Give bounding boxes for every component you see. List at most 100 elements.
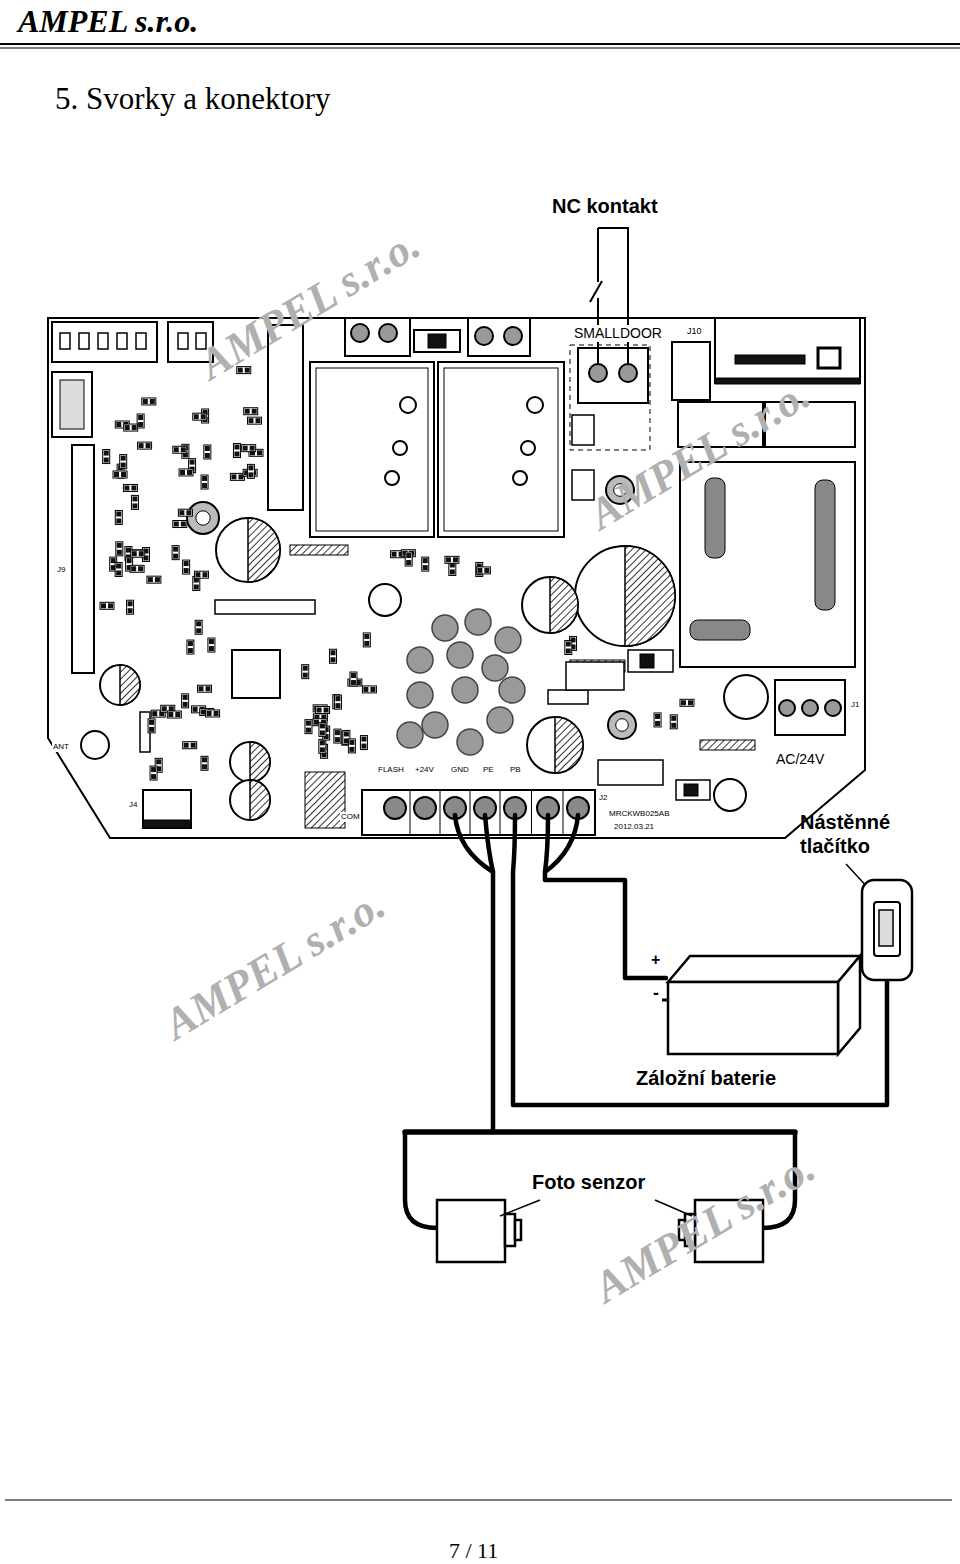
capacitor-outline <box>385 471 399 485</box>
smd-pad <box>194 585 199 590</box>
relay <box>310 362 434 537</box>
smd-outline <box>348 739 355 753</box>
smd-pad <box>330 650 335 655</box>
capacitor-outline <box>619 364 637 382</box>
smd-pad <box>184 561 189 566</box>
smd-outline <box>131 495 138 509</box>
smd-part <box>142 398 156 405</box>
capacitor <box>230 742 270 782</box>
smd-pad <box>173 554 178 559</box>
smd-outline <box>360 736 367 750</box>
smd-part <box>319 739 326 753</box>
smd-pad <box>126 548 131 553</box>
smd-pad <box>361 744 366 749</box>
smd-outline <box>204 445 211 459</box>
smd-part <box>183 560 190 574</box>
smd-pad <box>132 551 137 556</box>
capacitor <box>385 471 399 485</box>
smd-pad <box>146 443 151 448</box>
wire <box>455 815 493 1132</box>
smd-outline <box>183 560 190 574</box>
smd-pad <box>566 641 571 646</box>
wire <box>545 815 548 872</box>
smd-pad <box>132 503 137 508</box>
smd-pad <box>202 476 207 481</box>
smd-pad <box>188 641 193 646</box>
capacitor <box>351 324 369 342</box>
connector-label: J9 <box>56 565 66 575</box>
smd-part <box>654 713 661 727</box>
node-label: Záložní baterie <box>636 1066 867 1090</box>
smd-part <box>565 640 572 654</box>
capacitor-hatch <box>250 780 270 820</box>
smd-pad <box>151 774 156 779</box>
smd-outline <box>173 446 187 453</box>
mounting-hole <box>608 711 636 739</box>
smd-outline <box>233 444 240 458</box>
smd-outline <box>305 720 312 734</box>
smd-part <box>115 510 122 524</box>
smd-pad <box>303 666 308 671</box>
pin-name: GND <box>450 765 470 775</box>
smd-outline <box>362 686 376 693</box>
smd-pad <box>139 551 144 556</box>
diode-body <box>684 784 698 796</box>
diode <box>414 330 460 352</box>
connector <box>52 322 157 362</box>
smd-outline <box>565 640 572 654</box>
smd-part <box>178 509 192 516</box>
smd-outline <box>334 695 341 709</box>
connector-pin <box>117 333 127 349</box>
smd-pad <box>351 680 356 685</box>
smd-outline <box>123 484 137 491</box>
smd-pad <box>116 511 121 516</box>
smd-pad <box>349 747 354 752</box>
small-capacitor <box>457 729 483 755</box>
smd-outline <box>178 509 192 516</box>
smd-outline <box>147 576 161 583</box>
smd-outline <box>244 408 258 415</box>
capacitor <box>714 779 746 811</box>
smd-outline <box>195 620 202 634</box>
smd-pad <box>184 743 189 748</box>
smd-pad <box>306 728 311 733</box>
smd-outline <box>198 685 212 692</box>
smd-pad <box>214 711 219 716</box>
smd-outline <box>131 550 145 557</box>
smd-pad <box>150 399 155 404</box>
smd-part <box>124 424 138 431</box>
smd-part <box>334 729 341 743</box>
capacitor-outline <box>393 441 407 455</box>
connector-label: J10 <box>686 326 703 337</box>
smd-outline <box>230 473 244 480</box>
capacitor-hatch <box>625 546 675 646</box>
capacitor-outline <box>825 700 841 716</box>
smd-part <box>150 766 157 780</box>
smd-pad <box>114 472 119 477</box>
smd-outline <box>142 398 156 405</box>
small-capacitor <box>397 722 423 748</box>
connector <box>345 318 410 356</box>
smd-pad <box>234 445 239 450</box>
smd-part <box>130 565 144 572</box>
smd-outline <box>654 713 661 727</box>
smd-pad <box>392 552 397 557</box>
smd-pad <box>252 409 257 414</box>
smd-outline <box>100 602 114 609</box>
smd-part <box>233 444 240 458</box>
smd-outline <box>247 464 254 478</box>
capacitor-outline <box>527 717 583 773</box>
smd-pad <box>196 621 201 626</box>
smd-pad <box>201 414 206 419</box>
smd-pad <box>152 711 157 716</box>
sensor-body <box>437 1200 505 1262</box>
smd-pad <box>104 458 109 463</box>
diode-body <box>428 334 446 348</box>
smd-outline <box>329 649 336 663</box>
smd-outline <box>476 567 490 574</box>
capacitor-outline <box>802 700 818 716</box>
smd-part <box>172 546 179 560</box>
capacitor-hatch <box>555 717 583 773</box>
capacitor <box>369 584 401 616</box>
small-capacitor <box>499 677 525 703</box>
